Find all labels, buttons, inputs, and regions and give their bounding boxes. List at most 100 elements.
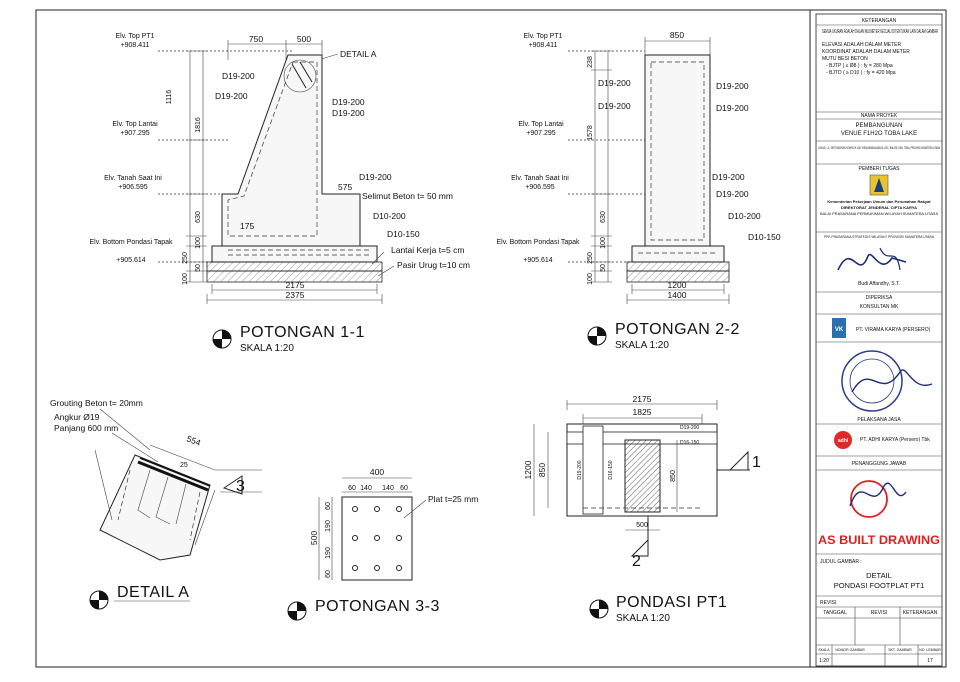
p11-rebar-7: D10-150 xyxy=(387,229,420,239)
p11-scale: SKALA 1:20 xyxy=(240,343,294,354)
tb-foot-col-3: SKT. GAMBAR xyxy=(888,648,912,652)
pt1-tiny-1: D19-200 xyxy=(680,425,699,431)
adhi-logo-icon xyxy=(834,431,852,449)
p33-dim-60b: 60 xyxy=(400,485,408,492)
p33-dim-l60a: 60 xyxy=(325,502,332,510)
p11-rebar-4: D19-200 xyxy=(332,108,365,118)
p22-rebar-r6: D10-150 xyxy=(748,232,781,242)
p22-rebar-r5: D10-200 xyxy=(728,211,761,221)
p11-footing xyxy=(211,245,378,263)
p22-elv-bottom-value: +905.614 xyxy=(523,257,552,264)
p11-dim-2375: 2375 xyxy=(286,290,305,300)
p11-rebar-5: D19-200 xyxy=(359,172,392,182)
tb-note-3: KOORDINAT ADALAH DALAM METER xyxy=(822,49,910,55)
tb-note-2: ELEVASI ADALAH DALAM METER xyxy=(822,42,901,48)
tb-ppk-head: PPK PRASARANA STRATEGIS WILAYAH I PROVIN… xyxy=(824,235,934,239)
p22-dim-250: 250 xyxy=(587,252,594,264)
pt1-title: PONDASI PT1 xyxy=(616,594,727,611)
tb-as-built: AS BUILT DRAWING xyxy=(818,535,940,547)
p11-section-symbol xyxy=(212,329,232,349)
p33-dim-l190a: 190 xyxy=(325,520,332,532)
p22-elv-bottom-label: Elv. Bottom Pondasi Tapak xyxy=(496,239,580,246)
da-marker: 3 xyxy=(236,478,245,495)
tb-pemberi-head: PEMBERI TUGAS xyxy=(858,166,900,172)
tb-foot-col-2: NOMOR GAMBAR xyxy=(835,648,865,652)
tb-adhi-logo: adhi xyxy=(838,438,849,444)
p11-dim-100b: 100 xyxy=(182,273,189,285)
p11-rebar-2: D19-200 xyxy=(215,91,248,101)
tb-foot-col-1: SKALA xyxy=(818,648,830,652)
adhi-stamp-icon xyxy=(850,480,888,518)
da-column xyxy=(99,454,211,561)
tb-foot-val-4: 17 xyxy=(927,658,933,664)
p11-elv-top-label: Elv. Top PT1 xyxy=(115,33,154,40)
p11-dim-100a: 100 xyxy=(195,237,202,249)
p22-column-body xyxy=(644,54,711,247)
tb-revisi-head: REVISI xyxy=(820,600,836,606)
pt1-dim-850: 850 xyxy=(670,470,677,482)
sheet-border xyxy=(35,9,947,668)
p22-sand-layer xyxy=(626,270,730,283)
p11-note-pasir: Pasir Urug t=10 cm xyxy=(397,260,470,270)
pt1-column-hatched xyxy=(624,439,661,513)
p11-detail-a-label: DETAIL A xyxy=(340,49,377,59)
p22-lean-concrete xyxy=(626,261,730,272)
tb-note-4: MUTU BESI BETON xyxy=(822,56,868,62)
tb-foot-col-4: NO. LEMBAR xyxy=(919,648,941,652)
pt1-dim-1200: 1200 xyxy=(523,460,533,479)
pt1-marker-2: 2 xyxy=(632,553,641,570)
pupr-logo-icon xyxy=(869,174,889,196)
p11-elv-top-value: +908.411 xyxy=(121,42,150,49)
da-grouting: Grouting Beton t= 20mm xyxy=(50,398,143,408)
p22-dim-100a: 100 xyxy=(600,237,607,249)
p33-dim-l60b: 60 xyxy=(325,570,332,578)
tb-proyek-head: NAMA PROYEK xyxy=(861,113,898,119)
p22-elv-tanah-label: Elv. Tanah Saat Ini xyxy=(511,175,569,182)
plan-pt1: 2175 1825 1200 850 D19-200 D16-150 D19-2… xyxy=(523,394,761,624)
tb-judul-1: DETAIL xyxy=(866,571,892,580)
tb-lokasi: LOKASI : JL. SIRIT BARISAN KOMPLEK LAP. … xyxy=(818,145,940,150)
pt1-scale: SKALA 1:20 xyxy=(616,613,670,624)
p22-dim-50: 50 xyxy=(600,264,607,272)
section-1-1: Elv. Top PT1 +908.411 Elv. Top Lantai +9… xyxy=(89,33,470,354)
tb-proyek-1: PEMBANGUNAN xyxy=(855,123,902,129)
tb-proyek-2: VENUE F1H2O TOBA LAKE xyxy=(841,131,917,137)
pt1-marker-1: 1 xyxy=(752,454,761,471)
p22-dim-1578: 1578 xyxy=(587,125,594,141)
p33-dim-140b: 140 xyxy=(382,485,394,492)
da-dim-25: 25 xyxy=(180,462,188,469)
p22-rebar-l1: D19-200 xyxy=(598,78,631,88)
p22-footing xyxy=(631,245,725,263)
p33-plate-label: Plat t=25 mm xyxy=(428,494,478,504)
da-section-symbol xyxy=(89,590,109,610)
vk-logo-icon xyxy=(832,318,846,338)
p22-section-symbol xyxy=(587,326,607,346)
p22-dim-850: 850 xyxy=(670,30,684,40)
p11-dim-750: 750 xyxy=(249,34,263,44)
p22-dim-238: 238 xyxy=(587,56,594,68)
p11-column-body xyxy=(221,54,361,247)
p33-dim-500: 500 xyxy=(309,531,319,545)
p11-rebar-1: D19-200 xyxy=(222,71,255,81)
p11-dim-1816: 1816 xyxy=(195,117,202,133)
p33-title: POTONGAN 3-3 xyxy=(315,598,440,615)
p11-lean-concrete xyxy=(206,261,383,272)
p22-elv-tanah-value: +906.595 xyxy=(525,184,554,191)
tb-adhi-name: PT. ADHI KARYA (Persero) Tbk xyxy=(860,437,930,443)
ppk-signature-icon xyxy=(837,253,907,271)
p22-dim-100b: 100 xyxy=(587,273,594,285)
pt1-dim-500: 500 xyxy=(636,522,648,529)
pt1-tiny-4: D16-150 xyxy=(608,460,614,479)
tb-vk-name: PT. VIRAMA KARYA (PERSERO) xyxy=(856,327,931,333)
tb-judul-2: PONDASI FOOTPLAT PT1 xyxy=(834,581,925,590)
tb-diperiksa: DIPERIKSA xyxy=(866,295,893,301)
p11-detail-a-circle xyxy=(283,59,317,93)
p11-sand-layer xyxy=(206,270,383,283)
pt1-section-symbol xyxy=(589,599,609,619)
p11-rebar-3: D19-200 xyxy=(332,97,365,107)
tb-rev-col-2: REVISI xyxy=(871,610,887,616)
tb-konsultan: KONSULTAN MK xyxy=(860,304,899,310)
tb-note-1: SEMUA UKURAN ADALAH DALAM MILIMETER KECU… xyxy=(822,29,938,35)
p22-title: POTONGAN 2-2 xyxy=(615,321,740,338)
p11-note-lantai: Lantai Kerja t=5 cm xyxy=(391,245,464,255)
